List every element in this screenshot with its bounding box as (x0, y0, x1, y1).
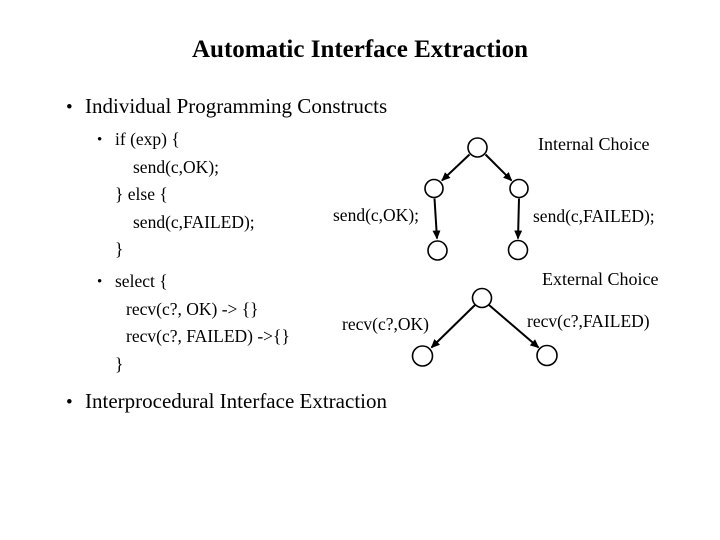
state-node (507, 239, 529, 261)
code-line-send-failed: send(c,FAILED); (133, 211, 255, 232)
external-choice-tree (411, 287, 558, 367)
state-node (427, 240, 448, 261)
sub-bullet-icon: • (97, 132, 103, 148)
slide-title: Automatic Interface Extraction (191, 36, 528, 63)
state-node (424, 178, 444, 199)
transition-arrow (441, 153, 471, 182)
bullet-icon: • (66, 392, 73, 413)
transition-arrow (514, 198, 523, 240)
code-line-close-brace-2: } (115, 353, 124, 374)
state-node-root (467, 137, 488, 158)
code-line-if: if (exp) { (115, 129, 180, 149)
external-choice-right-label: recv(c?,FAILED) (527, 311, 650, 331)
transition-arrow (430, 304, 476, 349)
bullet-item-interprocedural: • Interprocedural Interface Extraction (66, 389, 387, 414)
transition-arrow (484, 153, 513, 182)
state-node (536, 344, 558, 367)
code-line-select: select { (115, 271, 168, 291)
internal-choice-left-label: send(c,OK); (333, 205, 420, 225)
code-line-recv-failed: recv(c?, FAILED) ->{} (126, 326, 290, 346)
internal-choice-right-label: send(c,FAILED); (533, 206, 655, 226)
state-node (411, 345, 434, 367)
transition-arrow (488, 304, 540, 349)
bullet-text-individual: Individual Programming Constructs (85, 94, 388, 118)
bullet-icon: • (66, 97, 73, 118)
code-line-else: } else { (115, 184, 168, 204)
state-node-root (471, 287, 493, 309)
sub-bullet-icon: • (97, 274, 103, 290)
internal-choice-tree (424, 137, 529, 261)
bullet-text-interprocedural: Interprocedural Interface Extraction (85, 389, 387, 413)
transition-arrow (432, 198, 441, 240)
internal-choice-title: Internal Choice (538, 134, 650, 154)
external-choice-left-label: recv(c?,OK) (342, 314, 429, 334)
code-line-recv-ok: recv(c?, OK) -> {} (126, 298, 259, 319)
code-line-send-ok: send(c,OK); (133, 156, 220, 177)
state-node (509, 178, 529, 199)
bullet-item-individual-constructs: • Individual Programming Constructs (66, 94, 387, 119)
external-choice-title: External Choice (542, 269, 659, 289)
code-line-close-brace: } (115, 239, 124, 259)
